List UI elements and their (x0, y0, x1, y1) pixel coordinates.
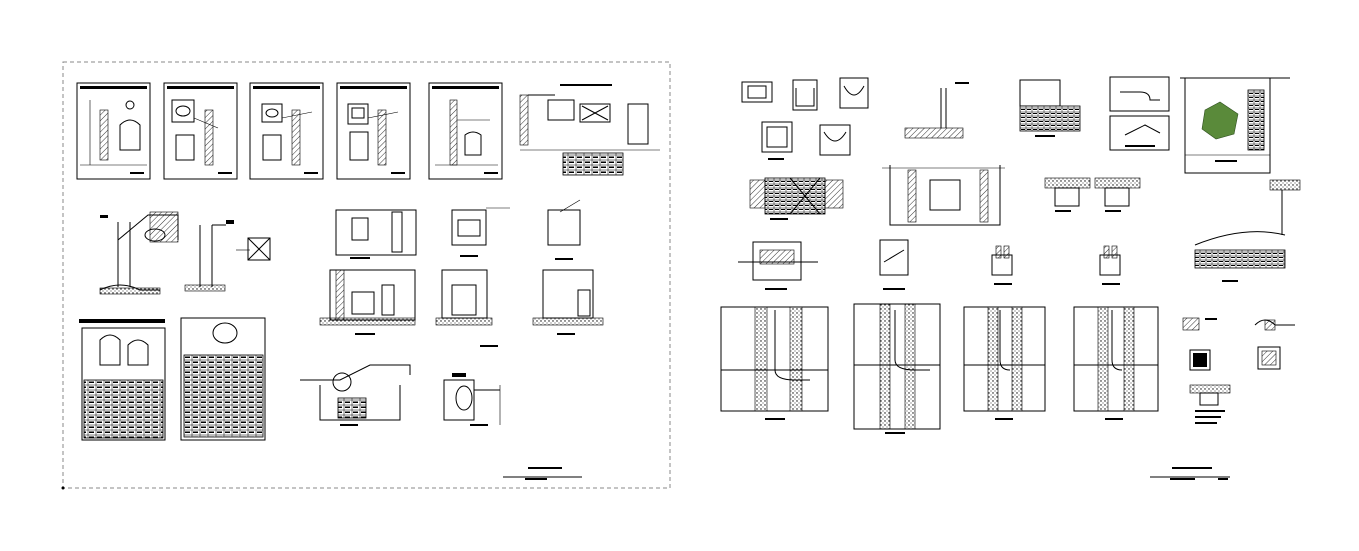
roof-drain-detail (300, 364, 411, 426)
inlet-details (738, 239, 1121, 290)
wall-section (1019, 79, 1081, 137)
stack-detail-3 (963, 306, 1046, 420)
left-title-block (503, 467, 582, 480)
stack-detail-1 (720, 306, 829, 420)
right-title-block (1150, 467, 1230, 480)
footing-detail (904, 82, 969, 139)
detail-panel-5 (428, 82, 503, 180)
manhole-details (741, 77, 869, 160)
tank-detail (443, 373, 501, 426)
stack-detail-4 (1073, 306, 1159, 420)
riser-detail-a (99, 211, 179, 295)
fixture-schedule-b (180, 317, 266, 441)
section-cluster-a (319, 209, 417, 335)
septic-section (1194, 179, 1301, 282)
right-sheet (720, 76, 1301, 480)
trench-sections (1044, 177, 1141, 212)
left-sheet (61, 61, 671, 490)
plan-with-schedule (519, 84, 660, 176)
fixture-schedule-a (79, 319, 166, 441)
small-fitting-details (1182, 317, 1295, 424)
detail-panel-3 (249, 82, 324, 180)
chamber-elevation (749, 177, 844, 220)
stack-detail-2 (853, 303, 941, 434)
detail-panel-4 (336, 82, 411, 180)
tank-section (882, 165, 1005, 226)
left-sheet-frame (62, 61, 671, 489)
riser-detail-b (184, 220, 271, 292)
isometric-frames (1109, 76, 1170, 151)
section-cluster-b (435, 207, 510, 347)
landscape-area (1201, 101, 1239, 140)
section-cluster-c (532, 199, 604, 335)
detail-panel-1 (76, 82, 151, 180)
detail-panel-2 (163, 82, 238, 180)
site-plan (1180, 77, 1290, 174)
